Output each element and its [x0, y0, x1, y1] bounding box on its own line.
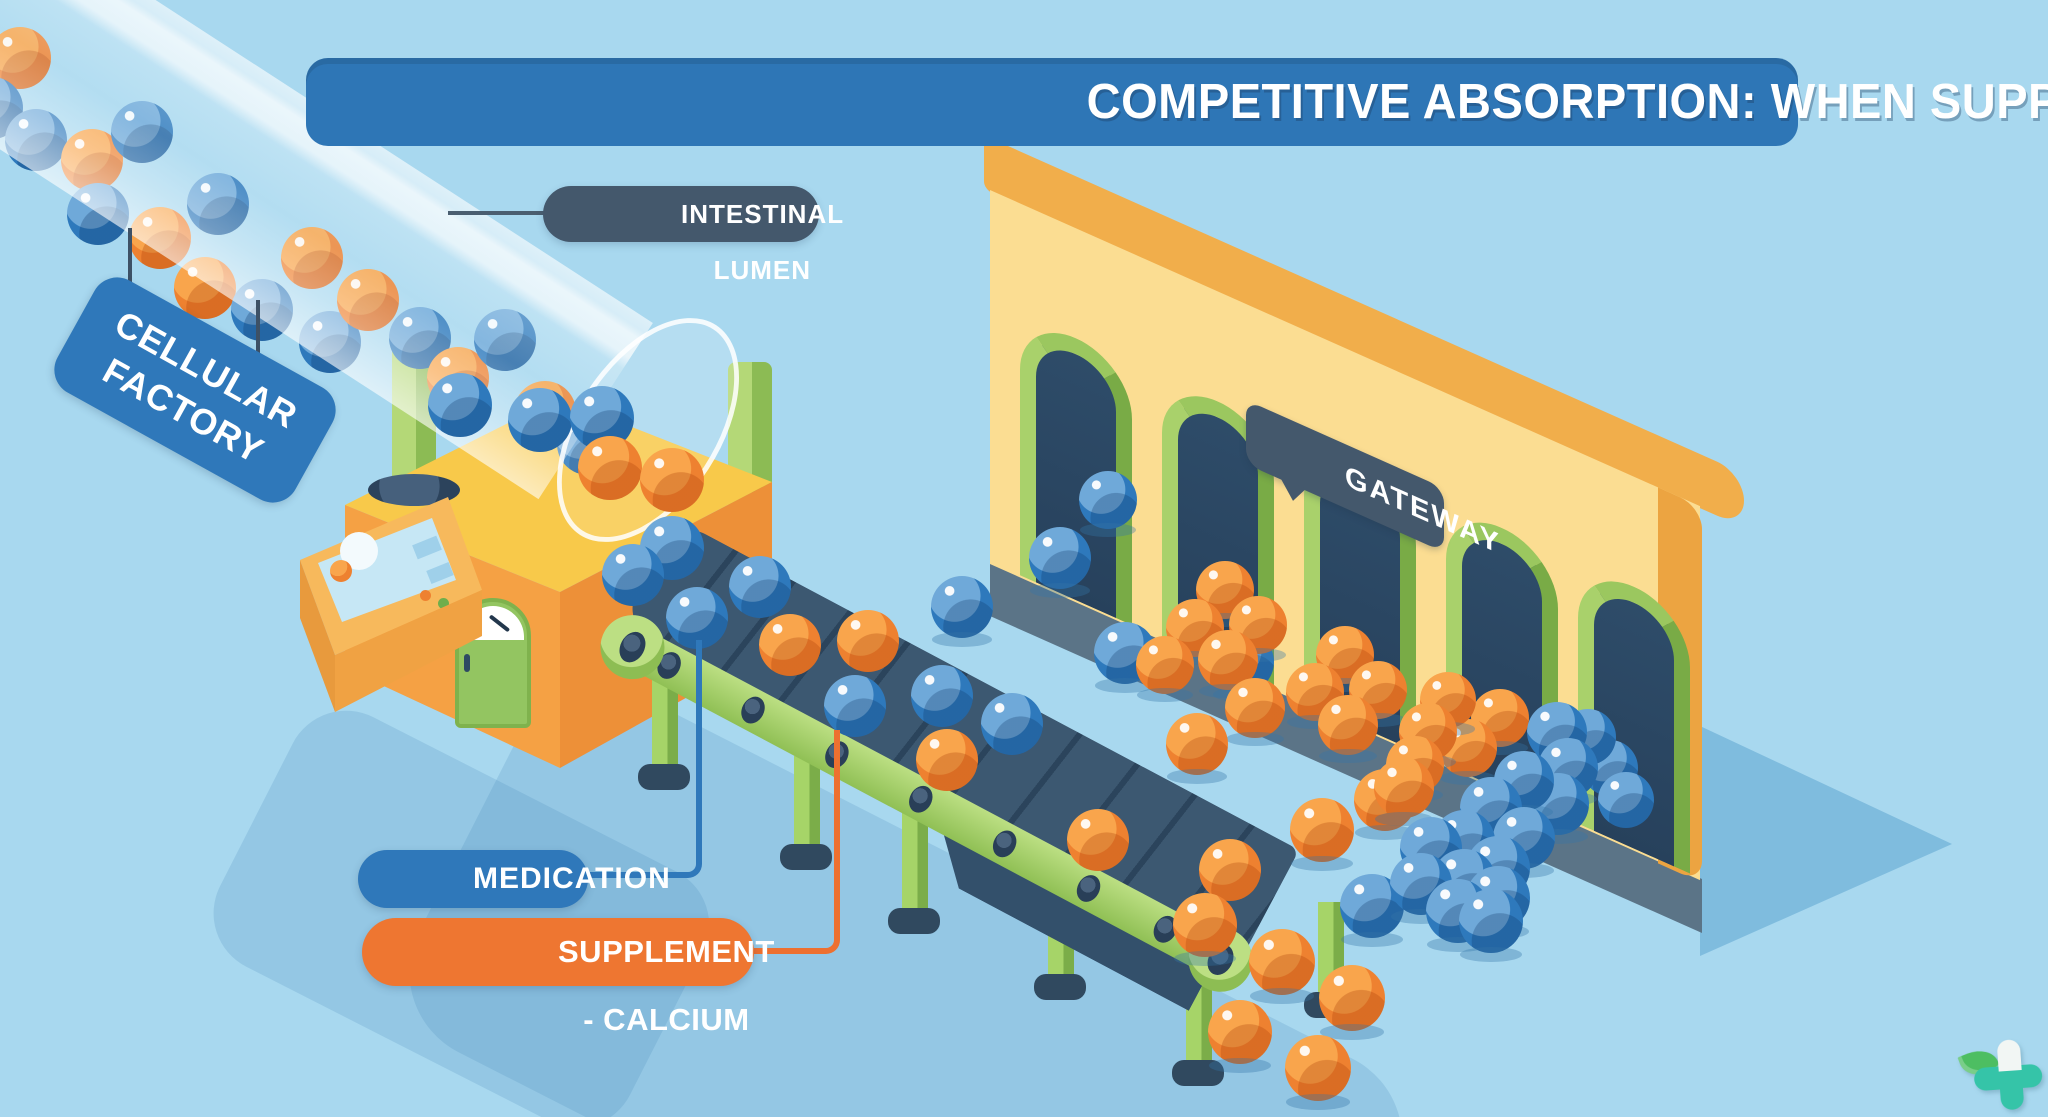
- lumen-leader-line: [448, 211, 548, 215]
- medication-leader-line: [590, 640, 702, 878]
- medication-ball: [428, 373, 492, 437]
- screen-graphic: [330, 560, 352, 582]
- supplement-ball: [1173, 893, 1237, 966]
- supplement-ball: [1136, 636, 1194, 703]
- medication-ball: [729, 556, 791, 618]
- medication-ball: [508, 388, 572, 452]
- supplement-ball: [1318, 695, 1378, 764]
- supplement-ball: [1166, 713, 1228, 784]
- supplement-ball: [759, 614, 821, 676]
- medication-text: MEDICATION: [473, 862, 671, 895]
- medication-ball: [911, 665, 973, 727]
- supplement-ball: [1208, 1000, 1272, 1073]
- supplement-ball: [1067, 809, 1129, 871]
- cross-arm: [1996, 1039, 2025, 1111]
- medication-ball: [1079, 471, 1137, 538]
- medication-ball: [1459, 889, 1523, 962]
- conveyor-leg: [652, 680, 678, 772]
- medication-ball: [824, 675, 886, 737]
- medication-ball: [981, 693, 1043, 755]
- title-banner: COMPETITIVE ABSORPTION: WHEN SUPPLEMENTS…: [306, 58, 2048, 146]
- supplement-ball: [1290, 798, 1354, 871]
- medication-ball: [666, 587, 728, 649]
- medication-ball: [602, 544, 664, 606]
- panel-light: [420, 590, 431, 601]
- supplement-ball: [578, 436, 642, 500]
- factory-leader-line: [128, 228, 132, 314]
- door-handle: [464, 654, 470, 672]
- rail-bolt: [736, 692, 770, 728]
- medical-cross-leaf-icon: [1957, 1033, 2048, 1116]
- medication-ball: [1598, 772, 1654, 828]
- supplement-ball: [837, 610, 899, 672]
- medication-label: MEDICATION: [358, 850, 670, 908]
- supplement-leader-line: [754, 730, 840, 954]
- intestinal-lumen-text: INTESTINAL LUMEN: [681, 199, 845, 285]
- supplement-ball: [1225, 678, 1285, 747]
- rail-bolt: [1072, 870, 1105, 907]
- rail-bolt: [988, 826, 1021, 862]
- supplement-ball: [1249, 929, 1315, 1005]
- panel-light: [438, 598, 449, 609]
- supplement-ball: [916, 729, 978, 791]
- conveyor-leg: [794, 756, 820, 852]
- conveyor-foot: [888, 908, 940, 934]
- supplement-ball: [1319, 965, 1385, 1041]
- supplement-calcium-label: SUPPLEMENT - CALCIUM: [362, 918, 774, 1037]
- title-text: COMPETITIVE ABSORPTION: WHEN SUPPLEMENTS…: [1086, 75, 2048, 129]
- intestinal-lumen-label: INTESTINAL LUMEN: [543, 186, 843, 285]
- conveyor-foot: [1172, 1060, 1224, 1086]
- conveyor-foot: [780, 844, 832, 870]
- conveyor-foot: [1034, 974, 1086, 1000]
- medication-ball: [1029, 527, 1091, 598]
- supplement-ball: [1374, 758, 1434, 827]
- supplement-ball: [1199, 839, 1261, 901]
- supplement-ball: [1285, 1035, 1351, 1111]
- medication-ball: [931, 576, 993, 647]
- factory-leader-line: [256, 300, 260, 388]
- supplement-text: SUPPLEMENT - CALCIUM: [558, 934, 775, 1037]
- conveyor-foot: [638, 764, 690, 790]
- supplement-ball: [640, 448, 704, 512]
